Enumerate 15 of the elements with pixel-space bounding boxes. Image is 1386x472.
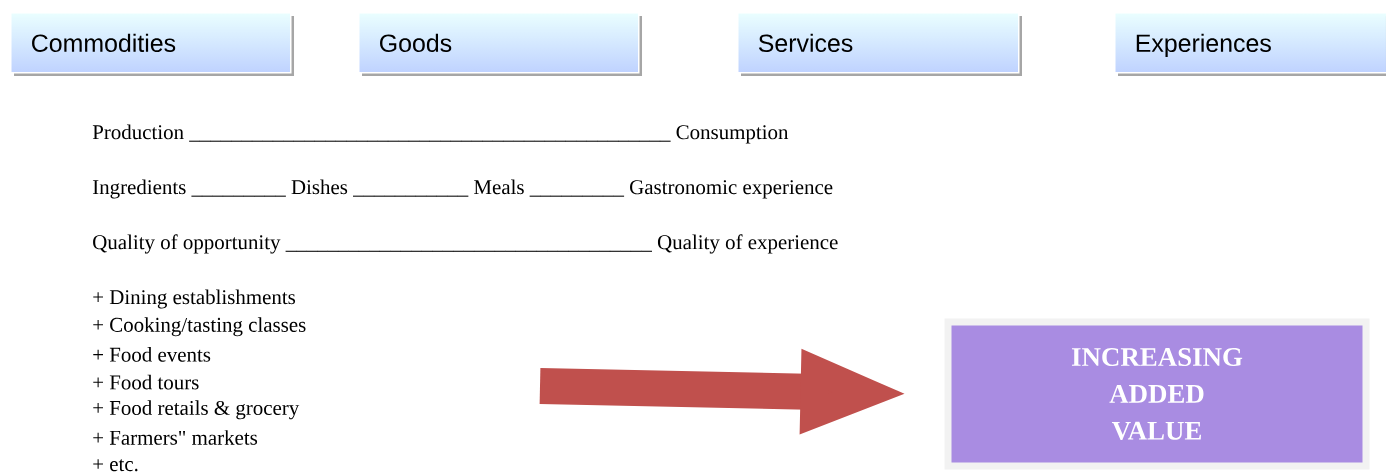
connector-line-text: Ingredients _________ Dishes ___________ Meals _________ Gastronomic experience	[92, 179, 833, 199]
list-item: + Cooking/tasting classes	[93, 317, 306, 337]
connector-line-text: Production ______________________________________________ Consumption	[92, 124, 789, 144]
list-item: + etc.	[93, 459, 138, 472]
category-box: Goods	[358, 12, 642, 76]
category-box: Commodities	[10, 12, 294, 76]
list-item: + Food events	[93, 347, 211, 362]
list-item: + Food tours	[93, 374, 199, 390]
list-item: + Farmers" markets	[93, 430, 258, 445]
connector-line-text: Quality of opportunity ___________________________________ Quality of experience	[93, 234, 838, 254]
category-box: Services	[737, 12, 1022, 76]
category-box: Experiences	[1114, 12, 1386, 76]
list-item: + Food retails & grocery	[93, 400, 300, 420]
value-box: INCREASING ADDED VALUE	[944, 318, 1370, 470]
list-item: + Dining establishments	[93, 289, 296, 309]
